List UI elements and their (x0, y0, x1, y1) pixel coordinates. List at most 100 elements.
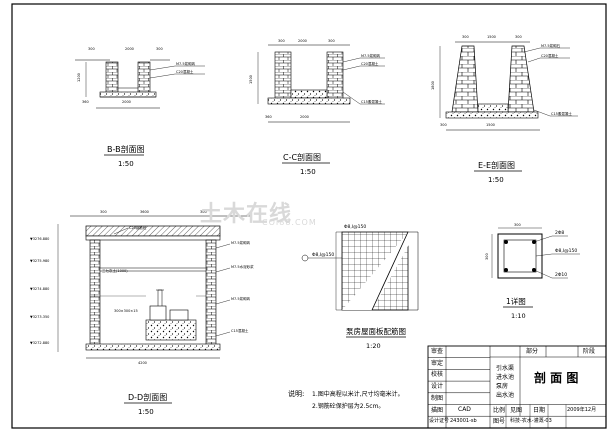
svg-text:4200: 4200 (138, 361, 147, 365)
svg-text:C20混凝土: C20混凝土 (176, 69, 194, 74)
svg-text:3600: 3600 (140, 210, 149, 214)
svg-text:2000: 2000 (122, 100, 131, 104)
roof-scale: 1:20 (366, 342, 381, 350)
svg-text:▼3275.980: ▼3275.980 (30, 259, 49, 263)
svg-text:1500: 1500 (487, 35, 496, 39)
roof-title: 泵房屋面板配筋图 (346, 326, 406, 336)
tb-sheet-label: 图号 (493, 418, 506, 425)
notes-line-2: 2.钢筋砼保护层为2.5cm。 (312, 402, 384, 410)
tb-stage-label: 部分 (526, 348, 539, 355)
dd-scale: 1:50 (138, 408, 154, 416)
svg-text:300: 300 (515, 35, 522, 39)
svg-text:C20钢筋砼: C20钢筋砼 (129, 225, 147, 230)
ee-title: E-E剖面图 (478, 160, 515, 170)
svg-text:三七灰土(1000): 三七灰土(1000) (102, 268, 128, 273)
tb-row-shending: 审定 (431, 360, 444, 367)
ee-right-wall (507, 45, 535, 113)
watermark-sub: COI88.COM (262, 218, 317, 227)
tb-project-3: 泵房 (496, 383, 509, 390)
tb-scale-value: 见图 (510, 407, 523, 414)
svg-text:300: 300 (514, 223, 521, 227)
title-block (427, 345, 607, 429)
svg-text:1800: 1800 (431, 81, 435, 90)
svg-text:C15混凝土: C15混凝土 (231, 328, 249, 333)
dd-motor (169, 309, 189, 321)
bb-base (99, 91, 157, 98)
svg-text:360: 360 (265, 115, 272, 119)
svg-text:▼3272.880: ▼3272.880 (30, 341, 49, 345)
cc-title: C-C剖面图 (283, 152, 321, 162)
svg-text:300: 300 (278, 39, 285, 43)
roof-reinforcement-plan: Φ8,Ⅰ@150 Φ8,Ⅰ@150 泵房屋面板配筋图 1:20 (301, 224, 419, 350)
svg-text:1200: 1200 (77, 73, 81, 82)
watermark-logo: 土木在线 (200, 202, 293, 227)
tb-row-zhitu: 制图 (431, 395, 444, 402)
bb-left-wall (105, 61, 119, 93)
detail-title: 1详图 (506, 296, 526, 306)
svg-text:M7.5浆砌砖: M7.5浆砌砖 (176, 61, 196, 66)
tb-date-label: 日期 (533, 407, 546, 414)
tb-scale-label: 比例 (493, 407, 506, 414)
tb-row-cert: 设计证号 (429, 418, 450, 424)
tb-row-sheji: 设计 (431, 383, 444, 390)
roof-rebar-label-a: Φ8,Ⅰ@150 (344, 224, 366, 230)
ee-scale: 1:50 (488, 176, 504, 184)
notes: 说明: 1.图中高程以米计,尺寸均毫米计。 2.钢筋砼保护层为2.5cm。 (288, 389, 404, 410)
svg-text:300: 300 (156, 47, 163, 51)
svg-text:M7.5浆砌砖: M7.5浆砌砖 (231, 296, 251, 301)
svg-text:▼3276.880: ▼3276.880 (30, 237, 49, 241)
svg-text:M7.5浆砌砖: M7.5浆砌砖 (361, 53, 381, 58)
cc-left-wall (274, 51, 292, 99)
notes-line-1: 1.图中高程以米计,尺寸均毫米计。 (312, 390, 404, 398)
detail-scale: 1:10 (511, 312, 526, 320)
tb-project-2: 进水池 (496, 374, 515, 381)
tb-cad-mark: CAD (458, 406, 471, 413)
detail-1: 300 300 2Φ8 Φ8,Ⅰ@150 2Φ10 1详图 1:10 (485, 223, 580, 320)
svg-text:C20混凝土: C20混凝土 (361, 61, 379, 66)
tb-row-miaotu: 描图 (431, 407, 444, 414)
svg-text:2000: 2000 (298, 39, 307, 43)
svg-text:300: 300 (100, 210, 107, 214)
section-cc: 300 2000 300 M7.5浆砌砖 C20混凝土 C15素混凝土 1500… (249, 39, 385, 176)
svg-text:C15素混凝土: C15素混凝土 (361, 99, 382, 104)
tb-row-jiaohe: 校核 (431, 371, 444, 378)
notes-heading: 说明: (288, 389, 304, 398)
svg-text:1500: 1500 (249, 75, 253, 84)
tb-stage-value: 阶段 (583, 348, 596, 355)
dd-title: D-D剖面图 (128, 392, 167, 402)
roof-rebar-label-b: Φ8,Ⅰ@150 (312, 252, 334, 258)
section-ee: 300 1500 300 M7.5浆砌石 C20混凝土 C15素混凝土 1800… (431, 35, 578, 184)
section-dd: 300 3600 300 ▼3276.880 ▼3275.980 ▼3274.8… (30, 210, 254, 416)
dd-floor (85, 343, 221, 351)
svg-text:▼3273.350: ▼3273.350 (30, 315, 49, 319)
detail-rebar-mid: Φ8,Ⅰ@150 (555, 248, 577, 254)
tb-date-value: 2009年12月 (567, 407, 597, 413)
svg-text:2000: 2000 (125, 47, 134, 51)
sheet-border (11, 3, 607, 429)
detail-rebar-bot: 2Φ10 (555, 272, 567, 278)
svg-text:360: 360 (82, 100, 89, 104)
section-bb: 300 2000 300 M7.5浆砌砖 C20混凝土 1200 360 200… (75, 47, 205, 168)
bb-right-wall (137, 61, 151, 93)
svg-text:M7.5浆砌砖: M7.5浆砌砖 (231, 240, 251, 245)
cc-scale: 1:50 (300, 168, 316, 176)
svg-text:300: 300 (440, 123, 447, 127)
svg-text:300×300×15: 300×300×15 (114, 309, 138, 313)
tb-row-shencha: 审查 (431, 348, 444, 355)
svg-text:300: 300 (485, 253, 489, 260)
ee-base (445, 111, 539, 119)
svg-text:300: 300 (200, 210, 207, 214)
ee-left-wall (451, 45, 479, 113)
cc-right-wall (326, 51, 344, 99)
tb-cert-no: 243001-sb (450, 418, 477, 424)
bb-scale: 1:50 (118, 160, 134, 168)
dd-pump-base (145, 319, 197, 341)
svg-text:M7.5浆砌石: M7.5浆砌石 (541, 43, 561, 48)
svg-text:300: 300 (462, 35, 469, 39)
cc-base (267, 97, 351, 105)
svg-text:M7.5水泥砂浆: M7.5水泥砂浆 (231, 264, 254, 269)
svg-text:C20混凝土: C20混凝土 (541, 53, 559, 58)
detail-rebar-top: 2Φ8 (555, 230, 564, 236)
tb-project-1: 引水渠 (496, 365, 515, 372)
svg-text:▼3274.880: ▼3274.880 (30, 287, 49, 291)
